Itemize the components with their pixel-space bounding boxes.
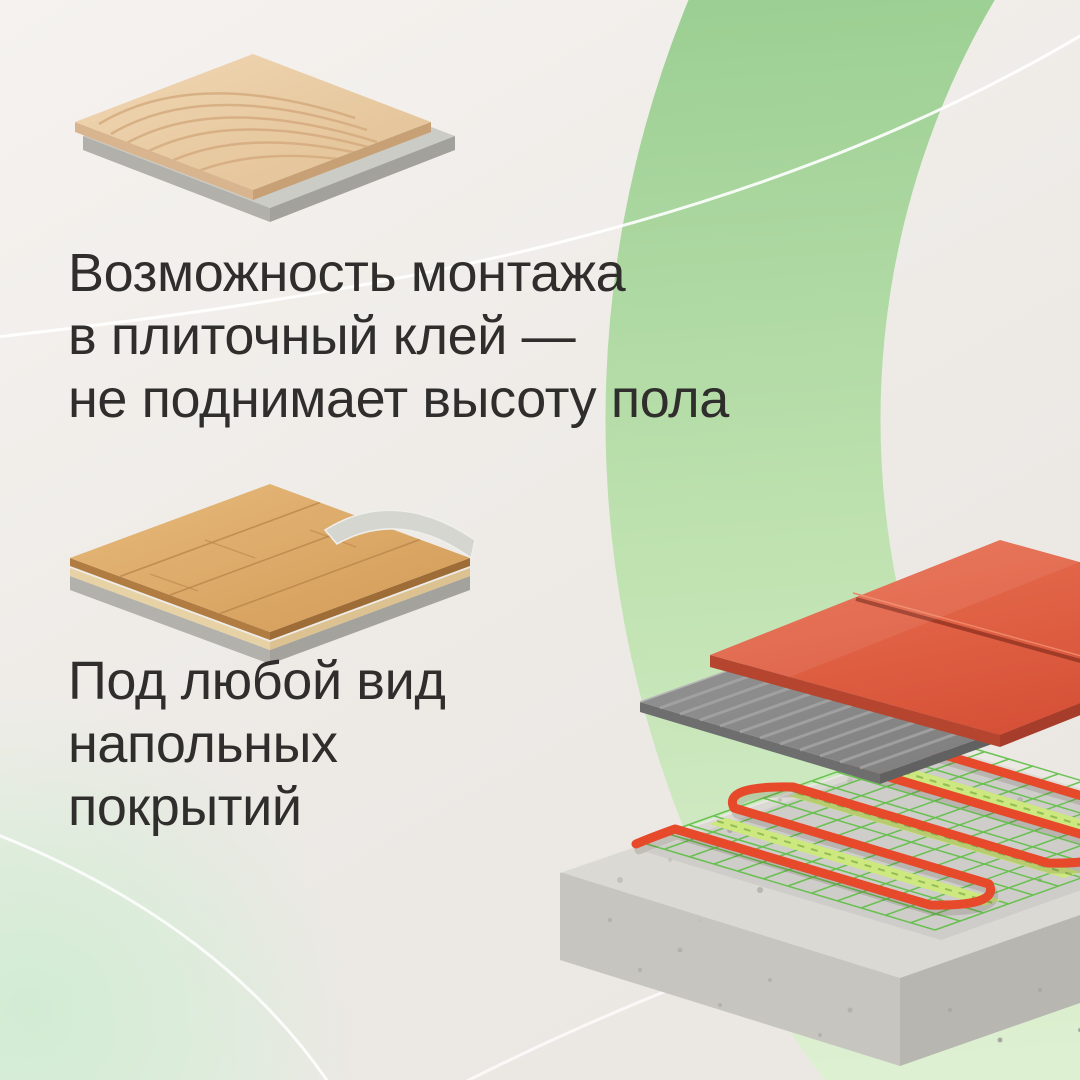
tile-on-screed-illustration	[75, 54, 455, 222]
heading-line: в плиточный клей —	[68, 306, 576, 366]
heading-line: напольных	[68, 714, 338, 774]
white-curve-bottom-left	[0, 834, 329, 1080]
wood-plank-layer	[70, 484, 470, 640]
benefit-heading-1: Возможность монтажа в плиточный клей — н…	[68, 242, 729, 431]
concrete-base	[70, 576, 470, 664]
heading-line: Возможность монтажа	[68, 243, 626, 303]
ceramic-tile	[75, 54, 431, 200]
heading-line: покрытий	[68, 777, 302, 837]
heading-line: не поднимает высоту пола	[68, 369, 729, 429]
green-arc-band	[605, 0, 1080, 1080]
curled-underlay-sheet	[323, 509, 476, 560]
benefit-heading-2: Под любой вид напольных покрытий	[68, 650, 446, 839]
heading-line: Под любой вид	[68, 651, 446, 711]
heating-mat-mesh	[636, 736, 1080, 940]
red-floor-tiles	[710, 540, 1080, 747]
wood-flooring-illustration	[70, 484, 476, 664]
plywood-layer	[70, 568, 470, 650]
heating-mat-exploded-illustration	[559, 540, 1080, 1066]
white-curve-top	[0, 34, 1080, 339]
